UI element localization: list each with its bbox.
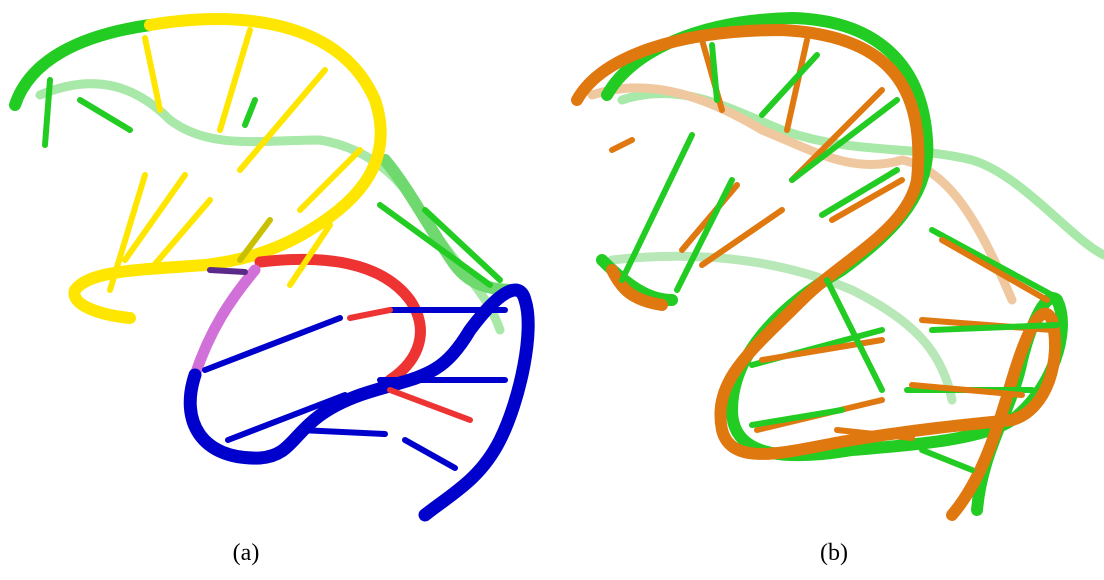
caption-b: (b)	[794, 540, 874, 567]
panel-b: (b)	[552, 0, 1104, 580]
faded-green-strand-lower	[612, 256, 952, 400]
faded-green-strand	[622, 93, 1104, 255]
rna-structure-a	[0, 0, 552, 580]
blue-strand	[190, 290, 528, 515]
panel-a: (a)	[0, 0, 552, 580]
rna-structure-b	[552, 0, 1104, 580]
caption-a: (a)	[206, 540, 286, 567]
